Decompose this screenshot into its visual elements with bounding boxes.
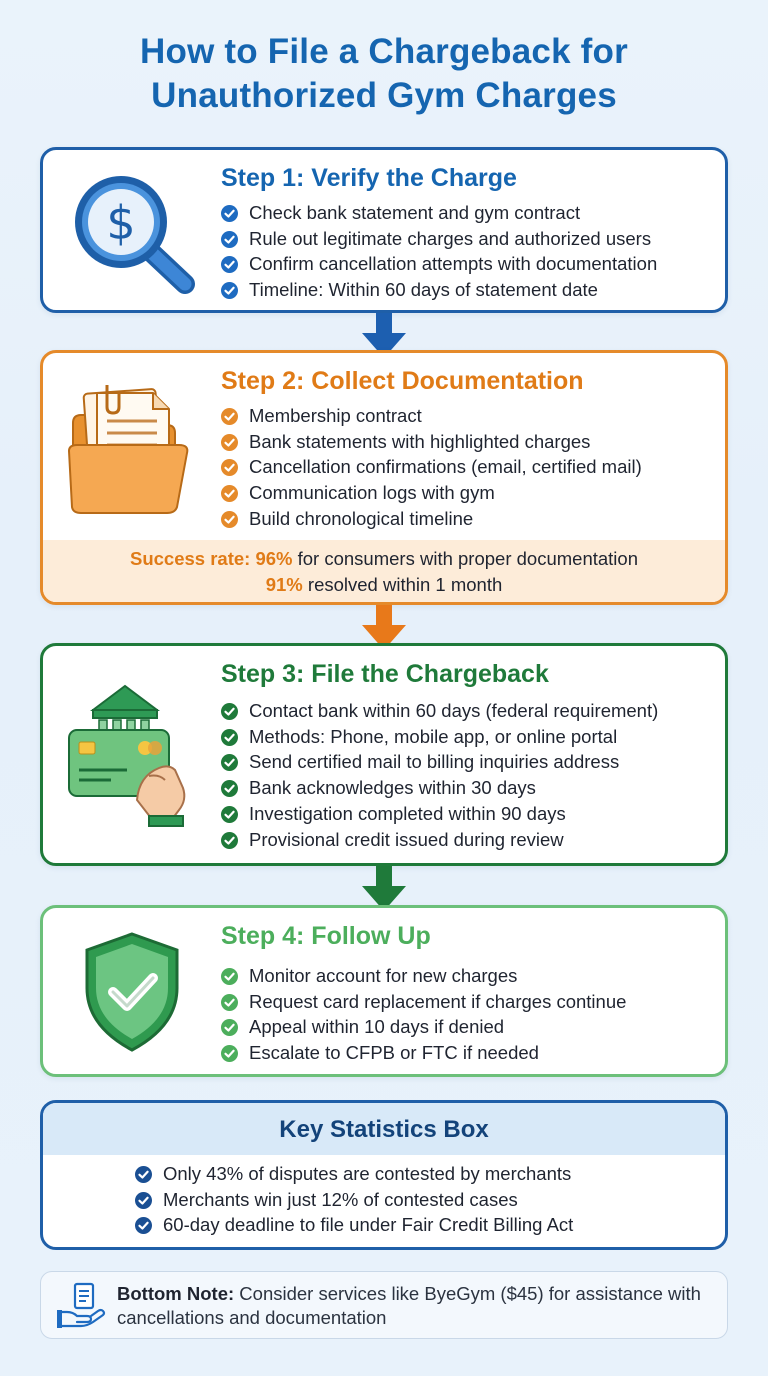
list-item: Provisional credit issued during review [221,827,658,853]
step-1-heading: Step 1: Verify the Charge [221,164,517,192]
check-icon [221,831,238,849]
check-icon [221,728,238,746]
check-icon [221,205,238,222]
list-item: 60-day deadline to file under Fair Credi… [135,1212,573,1238]
check-icon [135,1166,152,1183]
step-3-list: Contact bank within 60 days (federal req… [221,698,658,852]
key-statistics-box: Key Statistics Box Only 43% of disputes … [40,1100,728,1250]
check-icon [221,485,238,503]
step-1-card: $ Step 1: Verify the Charge Check bank s… [40,147,728,313]
list-item: Investigation completed within 90 days [221,801,658,827]
check-icon [221,754,238,772]
step-2-heading: Step 2: Collect Documentation [221,367,584,395]
document-hand-icon [57,1282,107,1335]
step-1-list: Check bank statement and gym contract Ru… [221,200,657,303]
page-title: How to File a Chargeback for Unauthorize… [140,32,628,115]
check-icon [135,1191,152,1209]
check-icon [221,408,238,425]
list-item: Bank acknowledges within 30 days [221,775,658,801]
arrow-down-icon [361,313,407,364]
check-icon [221,993,238,1011]
step-2-card: Step 2: Collect Documentation Membership… [40,350,728,605]
key-statistics-list: Only 43% of disputes are contested by me… [135,1161,573,1238]
list-item: Rule out legitimate charges and authoriz… [221,226,657,252]
check-icon [221,703,238,720]
list-item: Membership contract [221,403,642,429]
key-statistics-heading: Key Statistics Box [43,1103,725,1155]
check-icon [221,459,238,477]
bottom-note: Bottom Note: Consider services like ByeG… [40,1271,728,1339]
list-item: Cancellation confirmations (email, certi… [221,454,642,480]
document-folder-icon [67,383,197,524]
list-item: Send certified mail to billing inquiries… [221,749,658,775]
check-icon [221,282,238,300]
list-item: Methods: Phone, mobile app, or online po… [221,724,658,750]
arrow-down-icon [361,866,407,917]
arrow-down-icon [361,605,407,656]
check-icon [221,230,238,248]
list-item: Contact bank within 60 days (federal req… [221,698,658,724]
svg-text:$: $ [106,196,135,250]
list-item: Escalate to CFPB or FTC if needed [221,1040,626,1066]
check-icon [221,968,238,985]
check-icon [221,780,238,798]
bank-card-hand-icon [67,680,197,835]
list-item: Merchants win just 12% of contested case… [135,1187,573,1213]
check-icon [221,256,238,274]
step-3-heading: Step 3: File the Chargeback [221,660,549,688]
list-item: Request card replacement if charges cont… [221,989,626,1015]
step-4-card: Step 4: Follow Up Monitor account for ne… [40,905,728,1077]
check-icon [221,1045,238,1063]
bottom-note-text: Bottom Note: Consider services like ByeG… [117,1283,701,1328]
check-icon [221,433,238,451]
shield-check-icon [77,930,187,1061]
check-icon [135,1217,152,1235]
list-item: Monitor account for new charges [221,963,626,989]
step-2-list: Membership contract Bank statements with… [221,403,642,532]
list-item: Timeline: Within 60 days of statement da… [221,277,657,303]
list-item: Communication logs with gym [221,480,642,506]
list-item: Build chronological timeline [221,506,642,532]
list-item: Bank statements with highlighted charges [221,429,642,455]
list-item: Appeal within 10 days if denied [221,1014,626,1040]
check-icon [221,805,238,823]
magnifying-glass-dollar-icon: $ [67,168,197,301]
success-rate-band: Success rate: 96% for consumers with pro… [43,540,725,602]
check-icon [221,510,238,528]
step-3-card: Step 3: File the Chargeback Contact bank… [40,643,728,866]
list-item: Confirm cancellation attempts with docum… [221,251,657,277]
list-item: Check bank statement and gym contract [221,200,657,226]
step-4-heading: Step 4: Follow Up [221,922,431,950]
list-item: Only 43% of disputes are contested by me… [135,1161,573,1187]
check-icon [221,1019,238,1037]
step-4-list: Monitor account for new charges Request … [221,963,626,1066]
